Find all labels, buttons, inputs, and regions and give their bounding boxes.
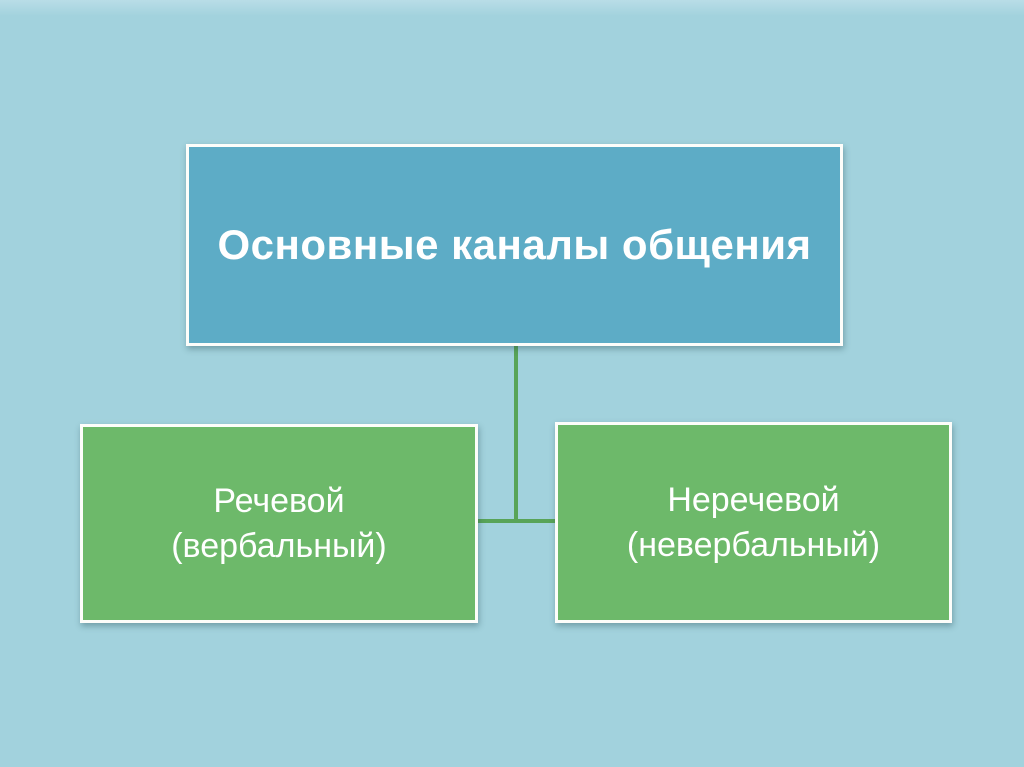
child-node-nonverbal-label: Неречевой (невербальный): [627, 478, 880, 568]
child-node-nonverbal-line2: (невербальный): [626, 525, 881, 564]
child-node-nonverbal: Неречевой (невербальный): [555, 422, 952, 623]
connector-horizontal-line: [478, 519, 556, 523]
child-node-verbal-line2: (вербальный): [171, 526, 387, 565]
child-node-verbal: Речевой (вербальный): [80, 424, 478, 623]
child-node-nonverbal-line1: Неречевой: [667, 480, 840, 519]
root-node-main-channels: Основные каналы общения: [186, 144, 843, 346]
connector-vertical-line: [514, 344, 518, 522]
root-node-label: Основные каналы общения: [217, 221, 812, 268]
child-node-verbal-line1: Речевой: [213, 481, 345, 520]
child-node-verbal-label: Речевой (вербальный): [171, 479, 387, 569]
